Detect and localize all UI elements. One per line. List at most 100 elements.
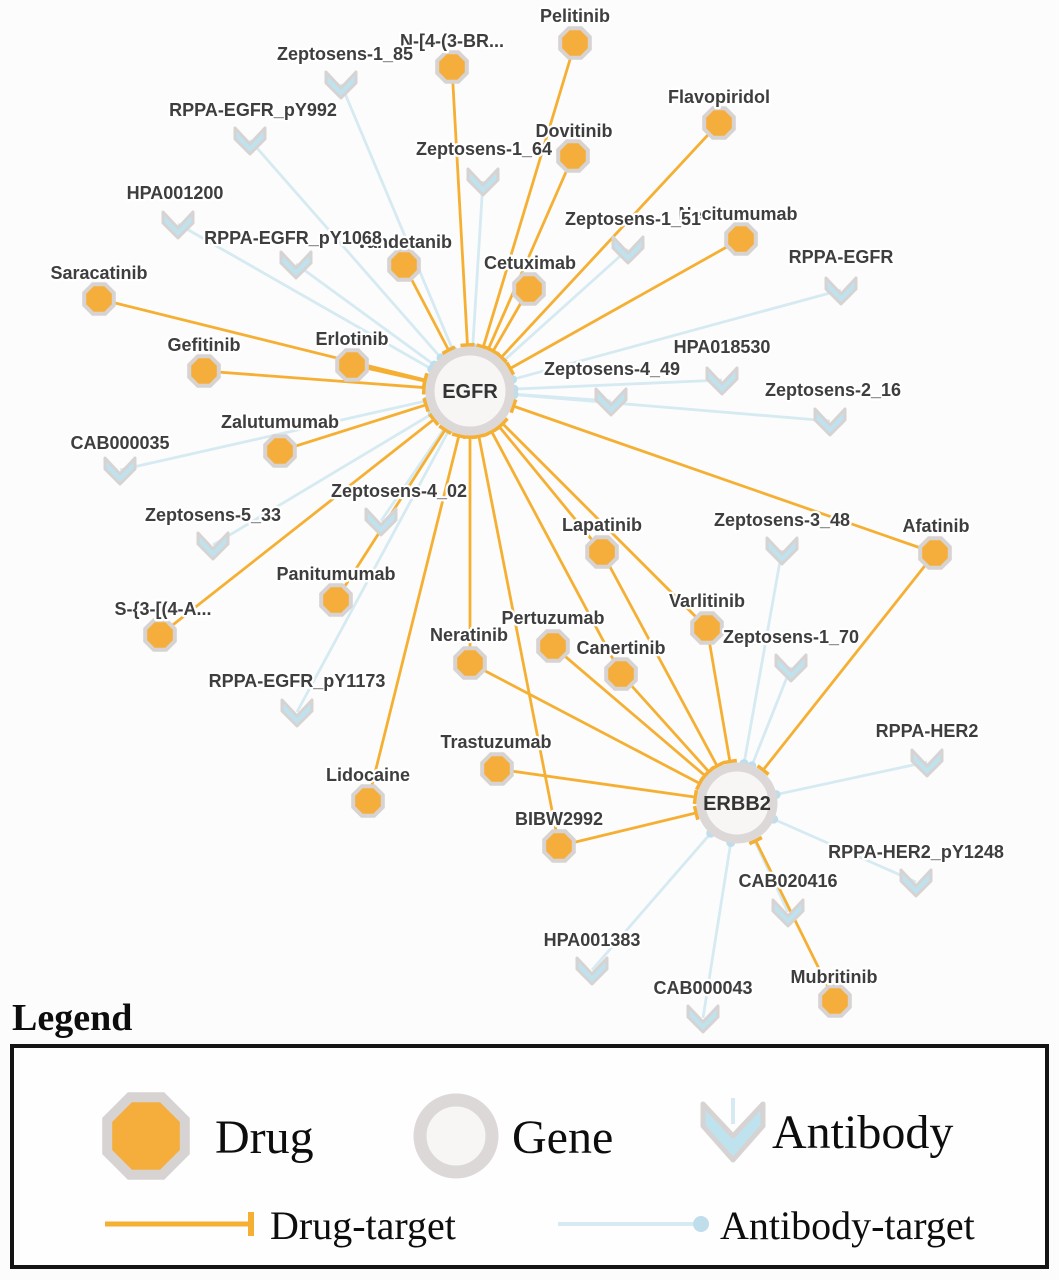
- node-label-flavopiridol: Flavopiridol: [668, 87, 770, 107]
- node-label-n4_3br: N-[4-(3-BR...: [400, 31, 504, 51]
- antibody-node-zeptosens_3_48[interactable]: [765, 536, 799, 566]
- antibody-node-rppa_egfr_py992[interactable]: [233, 126, 267, 156]
- drug-node-cetuximab[interactable]: [512, 272, 546, 306]
- drug-octagon-icon: [143, 618, 177, 652]
- antibody-node-rppa_egfr[interactable]: [824, 276, 858, 306]
- antibody-node-rppa_her2[interactable]: [910, 748, 944, 778]
- node-label-dovitinib: Dovitinib: [536, 121, 613, 141]
- node-label-rppa_egfr_py1068: RPPA-EGFR_pY1068: [204, 228, 382, 248]
- antibody-node-zeptosens_1_64[interactable]: [466, 167, 500, 197]
- antibody-chevron-icon: [813, 407, 847, 437]
- drug-node-canertinib[interactable]: [604, 657, 638, 691]
- antibody-chevron-icon: [103, 456, 137, 486]
- antibody-node-cab000043[interactable]: [686, 1004, 720, 1034]
- antibody-chevron-icon: [910, 748, 944, 778]
- node-label-rppa_egfr_py1173: RPPA-EGFR_pY1173: [209, 671, 386, 691]
- gene-node-ERBB2[interactable]: ERBB2: [696, 762, 778, 844]
- drug-node-lapatinib[interactable]: [585, 535, 619, 569]
- antibody-node-hpa001200[interactable]: [161, 210, 195, 240]
- drug-target-edge-varlitinib-EGFR: [496, 417, 708, 629]
- node-label-gefitinib: Gefitinib: [168, 335, 241, 355]
- antibody-chevron-icon: [279, 250, 313, 280]
- node-label-lapatinib: Lapatinib: [562, 515, 642, 535]
- antibody-node-hpa001383[interactable]: [575, 956, 609, 986]
- antibody-node-zeptosens_1_85[interactable]: [324, 70, 358, 100]
- antibody-node-rppa_egfr_py1173[interactable]: [280, 698, 314, 728]
- antibody-chevron-icon: [774, 653, 808, 683]
- antibody-target-legend-dot-icon: [693, 1216, 709, 1232]
- drug-octagon-icon: [82, 282, 116, 316]
- antibody-node-zeptosens_2_16[interactable]: [813, 407, 847, 437]
- antibody-chevron-icon: [575, 956, 609, 986]
- drug-octagon-icon: [724, 222, 758, 256]
- antibody-node-rppa_her2_py1248[interactable]: [899, 868, 933, 898]
- antibody-chevron-icon: [233, 126, 267, 156]
- drug-node-varlitinib[interactable]: [690, 611, 724, 645]
- antibody-chevron-icon: [686, 1004, 720, 1034]
- drug-edge-tbar-icon: [484, 426, 499, 437]
- drug-node-gefitinib[interactable]: [187, 354, 221, 388]
- drug-target-edge-canertinib-ERBB2: [619, 673, 716, 778]
- drug-edge-tbar-icon: [486, 346, 500, 357]
- legend: Legend Drug Gene Antibody Drug-target An…: [10, 997, 1049, 1269]
- drug-node-mubritinib[interactable]: [818, 984, 852, 1018]
- antibody-chevron-icon: [280, 698, 314, 728]
- gene-circle-icon: [696, 762, 778, 844]
- drug-node-saracatinib[interactable]: [82, 282, 116, 316]
- drug-node-s3_4a[interactable]: [143, 618, 177, 652]
- drug-node-necitumumab[interactable]: [724, 222, 758, 256]
- antibody-node-cab000035[interactable]: [103, 456, 137, 486]
- drug-node-lidocaine[interactable]: [351, 784, 385, 818]
- drug-node-vandetanib[interactable]: [387, 248, 421, 282]
- node-label-canertinib: Canertinib: [576, 638, 665, 658]
- node-label-hpa018530: HPA018530: [674, 337, 771, 357]
- drug-octagon-icon: [351, 784, 385, 818]
- node-label-zeptosens_4_49: Zeptosens-4_49: [544, 359, 680, 379]
- node-label-bibw2992: BIBW2992: [515, 809, 603, 829]
- antibody-chevron-icon: [705, 366, 739, 396]
- antibody-node-hpa018530[interactable]: [705, 366, 739, 396]
- antibody-node-rppa_egfr_py1068[interactable]: [279, 250, 313, 280]
- antibody-node-zeptosens_1_51[interactable]: [611, 235, 645, 265]
- antibody-node-zeptosens_4_49[interactable]: [594, 387, 628, 417]
- drug-node-erlotinib[interactable]: [335, 348, 369, 382]
- drug-node-flavopiridol[interactable]: [702, 106, 736, 140]
- gene-label: EGFR: [442, 381, 498, 403]
- drug-octagon-icon: [702, 106, 736, 140]
- node-label-lidocaine: Lidocaine: [326, 765, 410, 785]
- antibody-node-zeptosens_5_33[interactable]: [196, 531, 230, 561]
- node-label-zeptosens_1_70: Zeptosens-1_70: [723, 627, 859, 647]
- drug-node-dovitinib[interactable]: [556, 139, 590, 173]
- node-label-rppa_her2_py1248: RPPA-HER2_pY1248: [828, 842, 1004, 862]
- drug-node-zalutumumab[interactable]: [263, 434, 297, 468]
- drug-octagon-icon: [263, 434, 297, 468]
- drug-edge-tbar-icon: [471, 433, 487, 440]
- gene-node-EGFR[interactable]: EGFR: [425, 346, 515, 436]
- node-label-vandetanib: Vandetanib: [356, 232, 452, 252]
- drug-node-panitumumab[interactable]: [319, 583, 353, 617]
- drug-edge-tbar-icon: [699, 769, 711, 783]
- antibody-node-zeptosens_4_02[interactable]: [364, 507, 398, 537]
- drug-edge-tbar-icon: [438, 424, 453, 436]
- drug-node-bibw2992[interactable]: [542, 829, 576, 863]
- drug-target-edge-varlitinib-ERBB2: [705, 627, 738, 765]
- drug-target-edge-n4_3br-EGFR: [450, 66, 475, 348]
- drug-node-pertuzumab[interactable]: [536, 629, 570, 663]
- drug-node-trastuzumab[interactable]: [480, 752, 514, 786]
- drug-edge-tbar-icon: [692, 789, 699, 805]
- drug-target-edge-s3_4a-EGFR: [159, 412, 440, 637]
- drug-node-neratinib[interactable]: [453, 646, 487, 680]
- antibody-node-zeptosens_1_70[interactable]: [774, 653, 808, 683]
- nodes-layer: EGFR ERBB2: [82, 26, 952, 1034]
- drug-target-edge-zalutumumab-EGFR: [279, 397, 430, 453]
- drug-target-edge-afatinib-EGFR: [509, 398, 936, 555]
- gene-label: ERBB2: [703, 793, 771, 815]
- node-label-pelitinib: Pelitinib: [540, 6, 610, 26]
- drug-node-afatinib[interactable]: [918, 536, 952, 570]
- drug-node-n4_3br[interactable]: [435, 50, 469, 84]
- drug-node-pelitinib[interactable]: [558, 26, 592, 60]
- antibody-node-cab020416[interactable]: [771, 898, 805, 928]
- node-label-saracatinib: Saracatinib: [50, 263, 147, 283]
